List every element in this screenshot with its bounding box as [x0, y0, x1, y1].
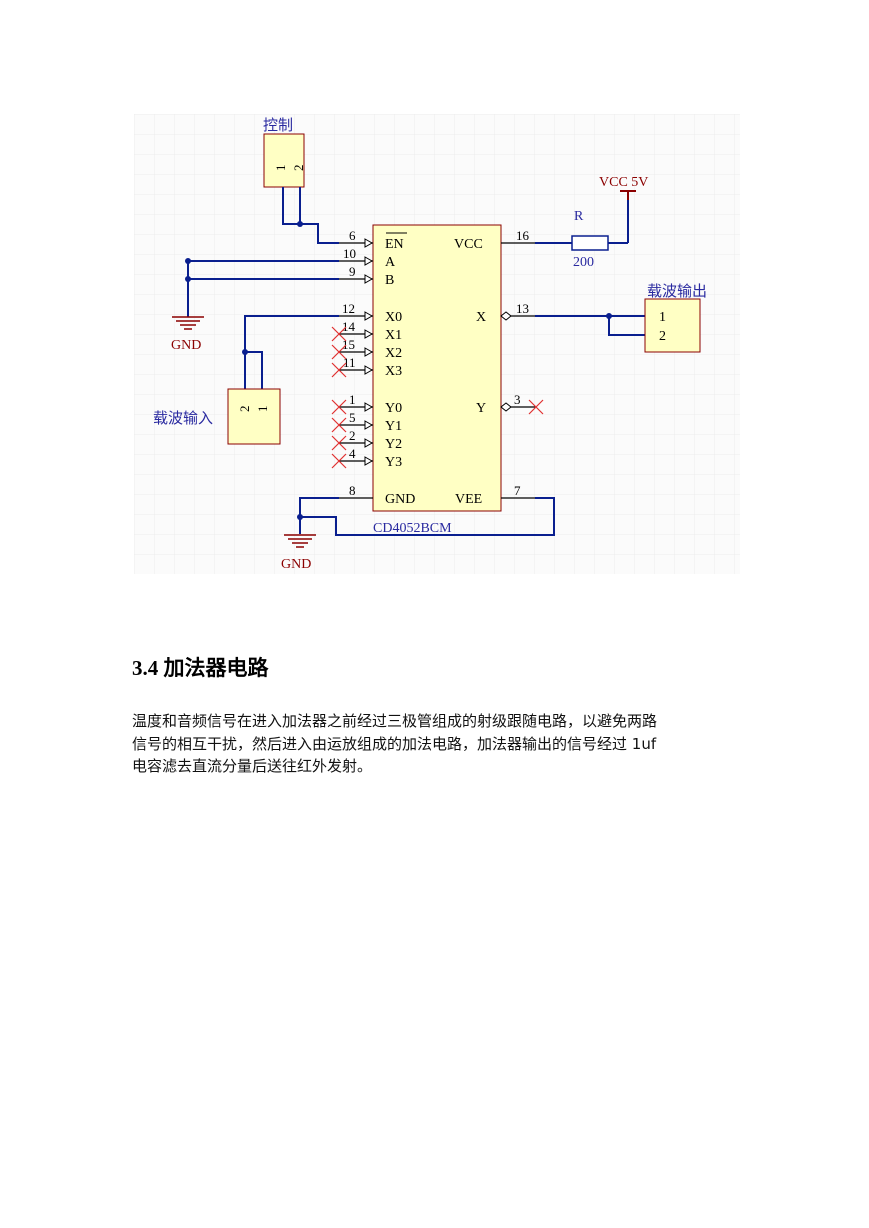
paragraph-line-3: 电容滤去直流分量后送往红外发射。 — [132, 757, 373, 775]
pin-name-y: Y — [476, 401, 486, 416]
pin-num-6: 6 — [349, 228, 356, 243]
vcc-symbol: VCC 5V — [599, 175, 648, 200]
pin-num-2: 2 — [349, 428, 356, 443]
pin-num-8: 8 — [349, 483, 356, 498]
pin-num-14: 14 — [342, 319, 356, 334]
pin-name-x: X — [476, 310, 486, 325]
paragraph-line-1: 温度和音频信号在进入加法器之前经过三极管组成的射级跟随电路，以避免两路 — [132, 712, 658, 730]
pin-name-y2: Y2 — [385, 437, 402, 452]
no-connect-markers — [331, 326, 544, 469]
gnd-label-1: GND — [171, 338, 201, 353]
pin-name-vee: VEE — [455, 492, 482, 507]
paragraph-line-2: 信号的相互干扰，然后进入由运放组成的加法电路，加法器输出的信号经过 1uf — [132, 734, 657, 753]
carrier-output-connector: 载波输出 1 2 — [644, 282, 707, 353]
carrier-in-pin-2: 2 — [237, 406, 252, 413]
pin-num-10: 10 — [343, 246, 356, 261]
carrier-in-pin-1: 1 — [255, 406, 270, 413]
pin-num-3: 3 — [514, 392, 521, 407]
pin-name-gnd: GND — [385, 492, 415, 507]
pin-num-16: 16 — [516, 228, 530, 243]
control-pin-2: 2 — [291, 165, 306, 172]
pin-name-y3: Y3 — [385, 455, 402, 470]
pin-name-x2: X2 — [385, 346, 402, 361]
pin-name-x3: X3 — [385, 364, 402, 379]
pin-name-y0: Y0 — [385, 401, 402, 416]
pin-num-7: 7 — [514, 483, 521, 498]
gnd-symbol-2: GND — [281, 534, 316, 572]
pin-num-9: 9 — [349, 264, 356, 279]
pin-num-5: 5 — [349, 410, 356, 425]
carrier-output-title: 载波输出 — [647, 282, 707, 300]
pin-num-13: 13 — [516, 301, 529, 316]
pin-name-x1: X1 — [385, 328, 402, 343]
resistor-ref: R — [574, 209, 584, 224]
gnd-label-2: GND — [281, 557, 311, 572]
pin-name-a: A — [385, 255, 396, 270]
schematic-figure: 控制 1 2 CD4052BCM EN A B X0 X1 X2 X3 Y0 Y… — [134, 114, 740, 574]
section-paragraph: 温度和音频信号在进入加法器之前经过三极管组成的射级跟随电路，以避免两路 信号的相… — [132, 710, 742, 778]
pin-num-1: 1 — [349, 392, 356, 407]
pin-name-en: EN — [385, 237, 404, 252]
carrier-out-pin-1: 1 — [659, 310, 666, 325]
pin-name-x0: X0 — [385, 310, 402, 325]
control-pin-1: 1 — [273, 165, 288, 172]
carrier-input-connector: 载波输入 2 1 — [153, 388, 281, 445]
pin-name-vcc: VCC — [454, 237, 483, 252]
carrier-input-title: 载波输入 — [153, 409, 213, 427]
ic-body — [372, 224, 502, 512]
gnd-symbol-1: GND — [171, 310, 204, 353]
ic-part-label: CD4052BCM — [373, 521, 452, 536]
pin-name-y1: Y1 — [385, 419, 402, 434]
vcc-label: VCC 5V — [599, 175, 648, 190]
pin-num-12: 12 — [342, 301, 355, 316]
pin-num-4: 4 — [349, 446, 356, 461]
control-connector-title: 控制 — [263, 116, 293, 134]
carrier-out-pin-2: 2 — [659, 329, 666, 344]
ic-cd4052: CD4052BCM EN A B X0 X1 X2 X3 Y0 Y1 Y2 Y3… — [339, 224, 535, 536]
resistor-r: R 200 — [571, 209, 609, 270]
junctions — [185, 221, 612, 520]
pin-name-b: B — [385, 273, 394, 288]
resistor-value: 200 — [573, 255, 594, 270]
section-heading: 3.4 加法器电路 — [132, 656, 269, 680]
